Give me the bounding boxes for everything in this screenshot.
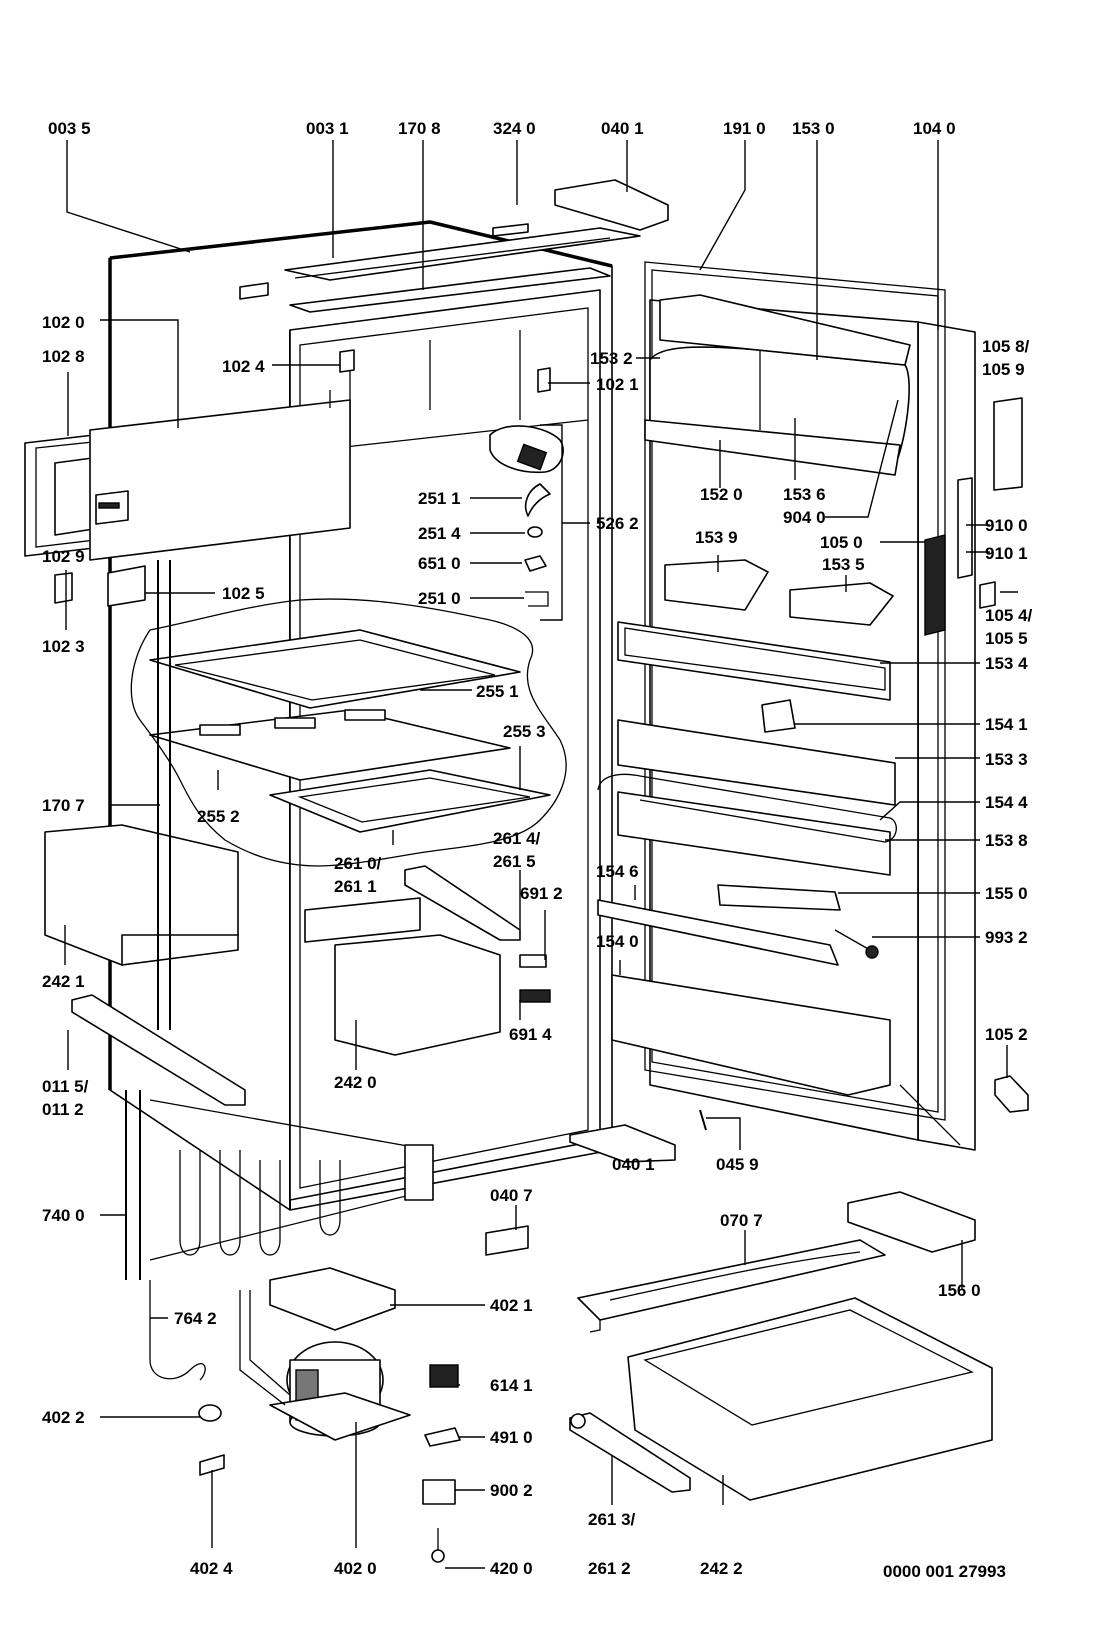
part-label: 153 5 xyxy=(822,555,865,574)
part-label: 152 0 xyxy=(700,485,743,504)
part-label: 153 9 xyxy=(695,528,738,547)
hinges xyxy=(554,179,1029,1163)
part-label: 105 4/ xyxy=(985,606,1033,625)
part-label: 102 0 xyxy=(42,313,85,332)
part-label: 105 0 xyxy=(820,533,863,552)
part-label: 105 2 xyxy=(985,1025,1028,1044)
part-label: 691 2 xyxy=(520,884,563,903)
freezer-compartment-door xyxy=(24,390,351,561)
part-label: 170 7 xyxy=(42,796,85,815)
part-label: 910 0 xyxy=(985,516,1028,535)
part-label: 191 0 xyxy=(723,119,766,138)
part-label: 691 4 xyxy=(509,1025,552,1044)
part-label: 003 1 xyxy=(306,119,349,138)
part-label: 900 2 xyxy=(490,1481,533,1500)
shelves-region xyxy=(130,598,567,867)
part-label: 105 8/ xyxy=(982,337,1030,356)
part-label: 102 8 xyxy=(42,347,85,366)
part-label: 255 2 xyxy=(197,807,240,826)
part-label: 102 5 xyxy=(222,584,265,603)
part-label: 105 5 xyxy=(985,629,1028,648)
part-label: 011 5/ xyxy=(42,1077,89,1096)
part-label: 154 1 xyxy=(985,715,1028,734)
bottom-accessories xyxy=(569,1191,993,1501)
part-label: 261 1 xyxy=(334,877,377,896)
part-label: 740 0 xyxy=(42,1206,85,1225)
part-label: 491 0 xyxy=(490,1428,533,1447)
part-label: 251 1 xyxy=(418,489,461,508)
refrigerator-illustration xyxy=(24,179,1029,1563)
part-label: 003 5 xyxy=(48,119,91,138)
part-label: 102 3 xyxy=(42,637,85,656)
part-label: 324 0 xyxy=(493,119,536,138)
part-label: 104 0 xyxy=(913,119,956,138)
part-label: 651 0 xyxy=(418,554,461,573)
part-label: 261 4/ xyxy=(493,829,541,848)
part-label: 102 1 xyxy=(596,375,639,394)
part-label: 402 2 xyxy=(42,1408,85,1427)
crisper-drawers xyxy=(44,824,501,1056)
part-label: 170 8 xyxy=(398,119,441,138)
part-label: 764 2 xyxy=(174,1309,217,1328)
part-label: 402 0 xyxy=(334,1559,377,1578)
part-label: 070 7 xyxy=(720,1211,763,1230)
part-label: 242 1 xyxy=(42,972,85,991)
part-label: 155 0 xyxy=(985,884,1028,903)
part-label: 526 2 xyxy=(596,514,639,533)
leader-lines xyxy=(64,140,1018,1569)
part-label: 153 6 xyxy=(783,485,826,504)
side-rails xyxy=(71,560,551,1106)
part-label: 153 2 xyxy=(590,349,633,368)
part-label: 011 2 xyxy=(42,1100,84,1119)
part-label: 242 2 xyxy=(700,1559,743,1578)
part-label: 993 2 xyxy=(985,928,1028,947)
part-label: 154 6 xyxy=(596,862,639,881)
part-label: 154 0 xyxy=(596,932,639,951)
part-label: 156 0 xyxy=(938,1281,981,1300)
part-label: 261 2 xyxy=(588,1559,631,1578)
part-labels: 003 5 003 1 170 8 324 0 040 1 191 0 153 … xyxy=(42,119,1033,1581)
part-label: 040 7 xyxy=(490,1186,533,1205)
part-label: 255 1 xyxy=(476,682,519,701)
part-label: 261 3/ xyxy=(588,1510,636,1529)
part-label: 045 9 xyxy=(716,1155,759,1174)
part-label: 614 1 xyxy=(490,1376,533,1395)
part-label: 040 1 xyxy=(601,119,644,138)
part-label: 105 9 xyxy=(982,360,1025,379)
part-label: 153 8 xyxy=(985,831,1028,850)
part-label: 402 4 xyxy=(190,1559,233,1578)
compressor-assembly xyxy=(149,1225,529,1563)
part-label: 251 0 xyxy=(418,589,461,608)
part-label: 242 0 xyxy=(334,1073,377,1092)
part-label: 153 3 xyxy=(985,750,1028,769)
part-label: 255 3 xyxy=(503,722,546,741)
thermostat-parts xyxy=(54,349,564,607)
door-racks xyxy=(597,294,1023,1096)
diagram-id: 0000 001 27993 xyxy=(883,1562,1006,1581)
part-label: 153 4 xyxy=(985,654,1028,673)
part-label: 910 1 xyxy=(985,544,1028,563)
part-label: 420 0 xyxy=(490,1559,533,1578)
condenser-coil xyxy=(125,1090,434,1280)
part-label: 261 0/ xyxy=(334,854,382,873)
part-label: 102 9 xyxy=(42,547,85,566)
part-label: 102 4 xyxy=(222,357,265,376)
part-label: 040 1 xyxy=(612,1155,655,1174)
part-label: 251 4 xyxy=(418,524,461,543)
part-label: 402 1 xyxy=(490,1296,533,1315)
part-label: 153 0 xyxy=(792,119,835,138)
part-label: 261 5 xyxy=(493,852,536,871)
part-label: 904 0 xyxy=(783,508,826,527)
part-label: 154 4 xyxy=(985,793,1028,812)
